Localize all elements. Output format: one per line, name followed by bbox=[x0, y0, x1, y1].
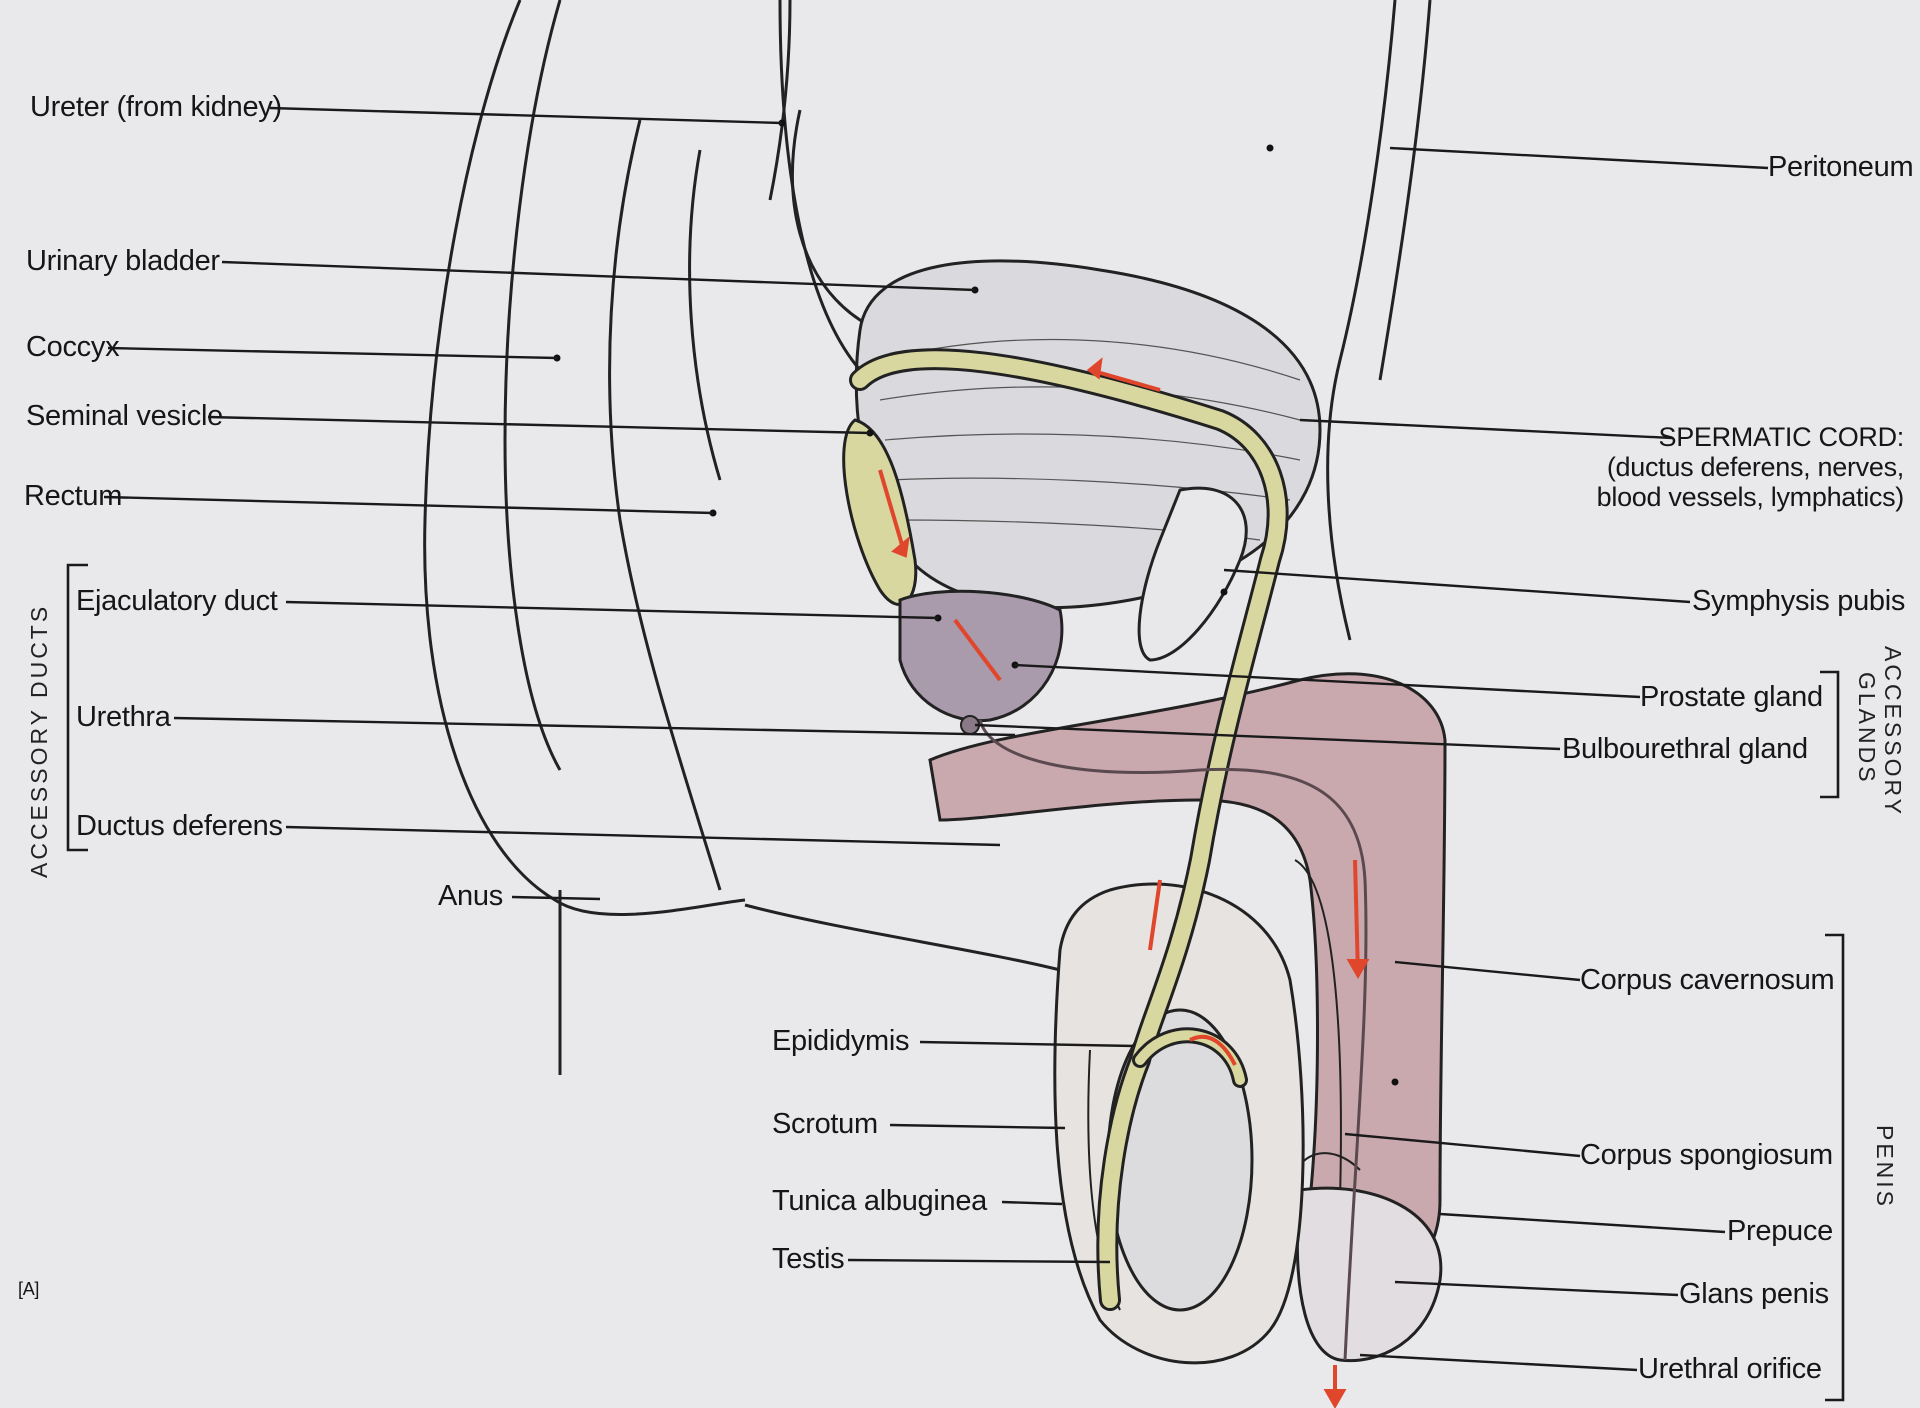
label-peritoneum: Peritoneum bbox=[1768, 150, 1913, 184]
spermatic-cord-line2: (ductus deferens, nerves, bbox=[1597, 452, 1904, 482]
group-label-penis: PENIS bbox=[1871, 1125, 1898, 1209]
label-testis: Testis bbox=[772, 1242, 844, 1276]
label-anus: Anus bbox=[438, 879, 503, 913]
label-prepuce: Prepuce bbox=[1727, 1214, 1833, 1248]
label-urethral-orifice: Urethral orifice bbox=[1638, 1352, 1822, 1386]
group-label-accessory-glands-1: ACCESSORY bbox=[1879, 646, 1906, 817]
label-prostate-gland: Prostate gland bbox=[1640, 680, 1823, 714]
label-urinary-bladder: Urinary bladder bbox=[26, 244, 220, 278]
label-ductus-deferens: Ductus deferens bbox=[76, 809, 283, 843]
label-bulbourethral-gland: Bulbourethral gland bbox=[1562, 732, 1808, 766]
label-epididymis: Epididymis bbox=[772, 1024, 909, 1058]
label-scrotum: Scrotum bbox=[772, 1107, 878, 1141]
label-ejaculatory-duct: Ejaculatory duct bbox=[76, 584, 278, 618]
group-label-accessory-ducts: ACCESSORY DUCTS bbox=[26, 604, 53, 878]
group-label-accessory-glands-2: GLANDS bbox=[1853, 672, 1880, 785]
label-tunica-albuginea: Tunica albuginea bbox=[772, 1184, 987, 1218]
label-urethra: Urethra bbox=[76, 700, 171, 734]
label-ureter: Ureter (from kidney) bbox=[30, 90, 282, 124]
label-rectum: Rectum bbox=[24, 479, 122, 513]
spermatic-cord-title: SPERMATIC CORD: bbox=[1597, 422, 1904, 452]
label-coccyx: Coccyx bbox=[26, 330, 119, 364]
figure-tag: [A] bbox=[18, 1272, 39, 1306]
label-seminal-vesicle: Seminal vesicle bbox=[26, 399, 223, 433]
spermatic-cord-line3: blood vessels, lymphatics) bbox=[1597, 482, 1904, 512]
label-corpus-cavernosum: Corpus cavernosum bbox=[1580, 963, 1834, 997]
label-glans-penis: Glans penis bbox=[1679, 1277, 1829, 1311]
label-spermatic-cord: SPERMATIC CORD: (ductus deferens, nerves… bbox=[1597, 422, 1904, 512]
ureter-shape bbox=[780, 0, 860, 370]
label-symphysis-pubis: Symphysis pubis bbox=[1692, 584, 1905, 618]
label-corpus-spongiosum: Corpus spongiosum bbox=[1580, 1138, 1833, 1172]
